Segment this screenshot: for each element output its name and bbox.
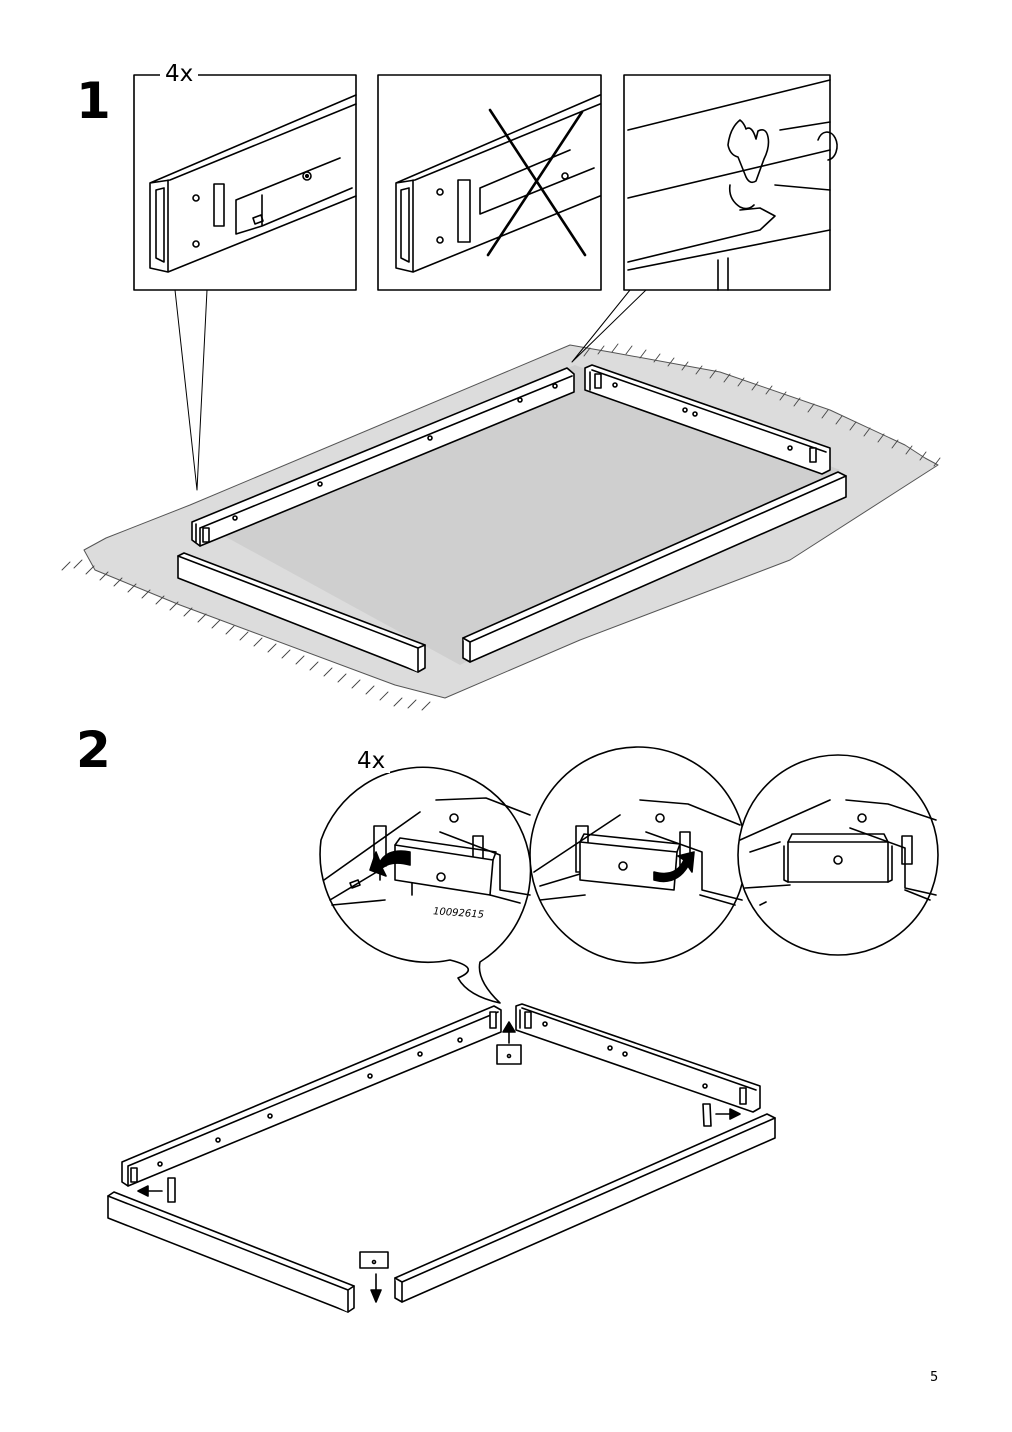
detail-correct-orientation xyxy=(133,74,357,291)
detail-wrong-orientation xyxy=(377,74,602,291)
hand-icon xyxy=(727,119,770,210)
frame-left-rail xyxy=(121,1005,502,1187)
frame-right-rail xyxy=(515,1003,761,1113)
page-number: 5 xyxy=(930,1370,939,1385)
step-2-quantity: 4x xyxy=(352,750,391,773)
detail-circle-rotate xyxy=(529,746,747,964)
detail-circle-insert xyxy=(319,766,532,1004)
step-2-number: 2 xyxy=(76,721,111,779)
fitting-right xyxy=(702,1103,741,1127)
end-rail-front-left xyxy=(177,552,426,673)
arrow-rotate-icon xyxy=(653,851,695,883)
step-1-quantity: 4x xyxy=(160,63,199,86)
step-1-number: 1 xyxy=(76,72,111,130)
detail-circle-fitted xyxy=(737,754,939,956)
end-rail-front-right xyxy=(462,471,847,663)
fitting-left xyxy=(137,1177,176,1203)
frame-front-right-end xyxy=(394,1113,776,1303)
side-rail-left xyxy=(191,367,575,547)
detail-hand-fitting xyxy=(623,74,838,291)
fitting-back xyxy=(496,1021,522,1065)
arrow-insert-icon xyxy=(369,850,411,877)
fitting-front xyxy=(359,1251,389,1303)
side-rail-right xyxy=(584,364,831,475)
frame-front-left-end xyxy=(107,1191,355,1313)
